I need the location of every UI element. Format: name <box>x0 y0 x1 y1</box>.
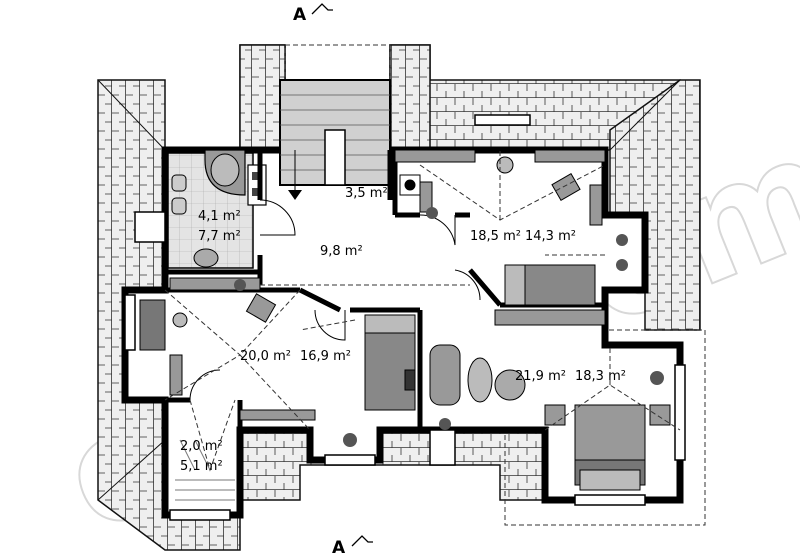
plants <box>234 207 664 447</box>
section-marker-top: A <box>293 3 333 25</box>
dormer-left <box>239 44 286 151</box>
dormer-right <box>389 44 431 151</box>
area-label-room-ne-2: 18,5 m² <box>470 229 521 244</box>
area-label-room-ne-1: 14,3 m² <box>525 229 576 244</box>
closet <box>175 439 235 501</box>
roof-south <box>239 429 546 501</box>
area-label-closet-1: 2,0 m² <box>180 439 223 454</box>
area-label-stairs: 3,5 m² <box>345 186 388 201</box>
svg-text:A: A <box>293 5 307 25</box>
area-label-bath-2: 7,7 m² <box>198 229 241 244</box>
dormer-outline <box>284 44 391 81</box>
area-label-room-se-1: 18,3 m² <box>575 369 626 384</box>
section-marker-bottom: A <box>332 535 373 558</box>
area-labels: 3,5 m² 4,1 m² 7,7 m² 9,8 m² 14,3 m² 18,5… <box>180 186 626 474</box>
area-label-closet-2: 5,1 m² <box>180 459 223 474</box>
area-label-room-w-2: 20,0 m² <box>240 349 291 364</box>
area-label-room-w-1: 16,9 m² <box>300 349 351 364</box>
staircase <box>279 79 391 200</box>
bathroom <box>167 149 267 269</box>
area-label-room-se-2: 21,9 m² <box>515 369 566 384</box>
area-label-bath-1: 4,1 m² <box>198 209 241 224</box>
slope-lines <box>164 150 681 472</box>
area-label-hall: 9,8 m² <box>320 244 363 259</box>
svg-text:A: A <box>332 538 346 558</box>
windows <box>124 114 686 521</box>
furniture <box>139 149 671 491</box>
